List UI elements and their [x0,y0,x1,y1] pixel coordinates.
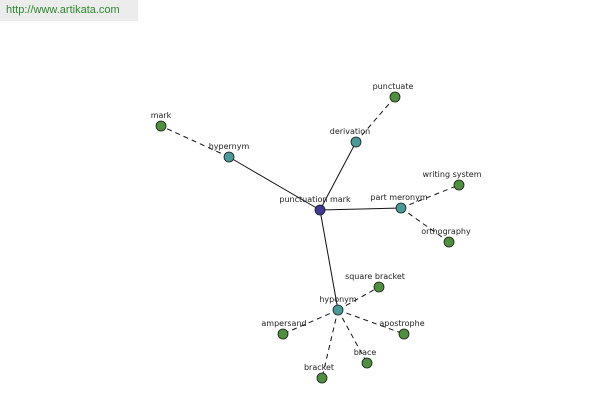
site-url-banner[interactable]: http://www.artikata.com [0,0,138,21]
edge-derivation-to-punctuate [355,96,396,143]
edge-part_meronym-to-writing_system [400,184,460,209]
node-label-orthography[interactable]: orthography [421,227,471,236]
edge-hyponym-to-square_bracket [337,286,380,311]
node-writing-system[interactable] [453,179,465,191]
node-ampersand[interactable] [277,328,289,340]
node-punctuate[interactable] [389,91,401,103]
node-hypernym[interactable] [223,151,235,163]
edge-hypernym-to-mark [160,125,230,158]
node-label-square-bracket[interactable]: square bracket [345,272,405,281]
edge-center-to-part_meronym [319,207,402,211]
node-label-bracket[interactable]: bracket [304,363,334,372]
node-bracket[interactable] [316,372,328,384]
node-label-hyponym[interactable]: hyponym [319,295,357,304]
node-label-ampersand[interactable]: ampersand [261,319,306,328]
edge-hyponym-to-ampersand [282,309,339,335]
node-label-derivation[interactable]: derivation [330,127,370,136]
node-label-mark[interactable]: mark [151,111,172,120]
node-orthography[interactable] [443,236,455,248]
edge-hyponym-to-apostrophe [337,309,405,335]
node-label-hypernym[interactable]: hypernym [209,142,250,151]
labels-layer: punctuation mark hypernym derivation part m… [151,82,482,372]
node-derivation[interactable] [350,136,362,148]
edges-layer [160,96,460,379]
node-brace[interactable] [361,357,373,369]
edge-center-to-derivation [319,141,357,211]
node-part-meronym[interactable] [395,202,407,214]
edge-center-to-hypernym [228,156,321,211]
node-label-part-meronym[interactable]: part meronym [370,193,427,202]
node-label-center[interactable]: punctuation mark [279,195,351,204]
edge-hyponym-to-bracket [321,309,339,379]
node-label-brace[interactable]: brace [354,348,377,357]
node-apostrophe[interactable] [398,328,410,340]
edge-center-to-hyponym [319,209,339,311]
node-square-bracket[interactable] [373,281,385,293]
edge-part_meronym-to-orthography [400,207,450,243]
node-label-writing-system[interactable]: writing system [422,170,481,179]
nodes-layer [155,91,465,384]
node-mark[interactable] [155,120,167,132]
node-center[interactable] [314,204,326,216]
node-hyponym[interactable] [332,304,344,316]
node-label-punctuate[interactable]: punctuate [373,82,414,91]
edge-hyponym-to-brace [337,309,368,364]
node-label-apostrophe[interactable]: apostrophe [379,319,424,328]
